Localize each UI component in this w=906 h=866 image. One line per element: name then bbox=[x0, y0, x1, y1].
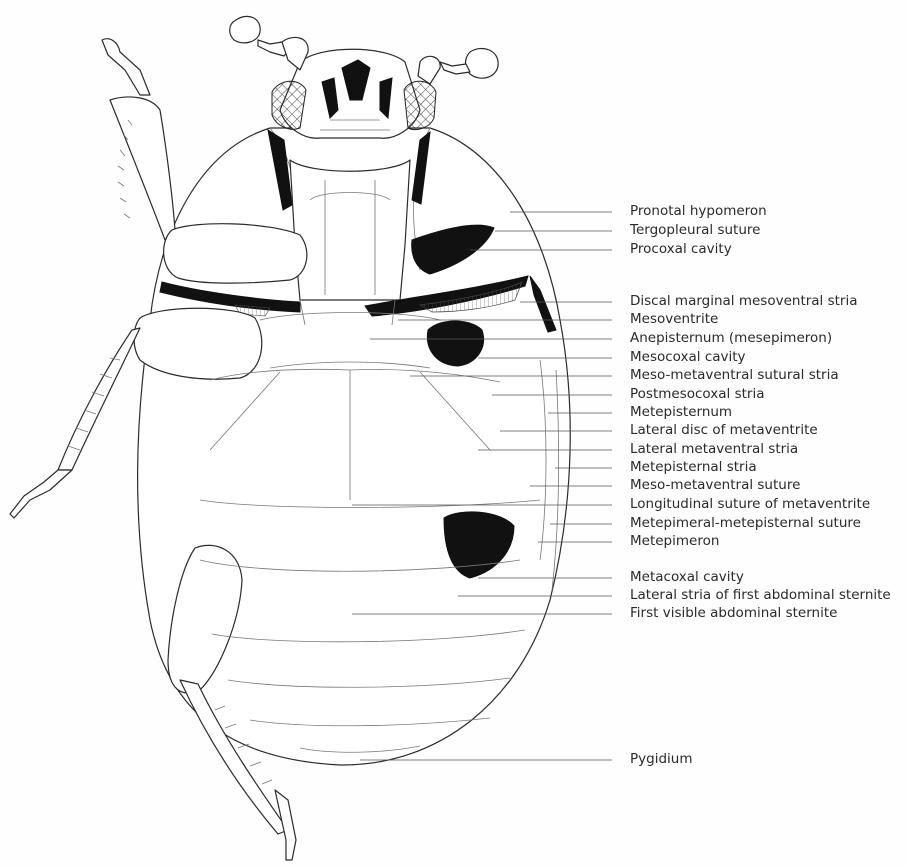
mid-leg bbox=[134, 308, 262, 379]
label-postmesocoxal-stria: Postmesocoxal stria bbox=[630, 388, 764, 402]
label-metacoxal-cavity: Metacoxal cavity bbox=[630, 571, 744, 585]
label-pygidium: Pygidium bbox=[630, 753, 692, 767]
label-mesocoxal-cavity: Mesocoxal cavity bbox=[630, 351, 746, 365]
label-meso-metaventral-suture: Meso-metaventral suture bbox=[630, 479, 800, 493]
label-lateral-stria-of-first-abdominal-sternite: Lateral stria of first abdominal sternit… bbox=[630, 589, 891, 603]
label-lateral-disc-of-metaventrite: Lateral disc of metaventrite bbox=[630, 424, 818, 438]
label-lateral-metaventral-stria: Lateral metaventral stria bbox=[630, 443, 798, 457]
label-discal-marginal-mesoventral-stria: Discal marginal mesoventral stria bbox=[630, 295, 858, 309]
label-anepisternum: Anepisternum (mesepimeron) bbox=[630, 332, 832, 346]
label-longitudinal-suture-of-metaventrite: Longitudinal suture of metaventrite bbox=[630, 498, 870, 512]
label-metepimeron: Metepimeron bbox=[630, 535, 719, 549]
label-procoxal-cavity: Procoxal cavity bbox=[630, 243, 732, 257]
label-metepimeral-metepisternal-suture: Metepimeral-metepisternal suture bbox=[630, 517, 861, 531]
label-metepisternal-stria: Metepisternal stria bbox=[630, 461, 757, 475]
label-meso-metaventral-sutural-stria: Meso-metaventral sutural stria bbox=[630, 369, 839, 383]
front-leg bbox=[110, 97, 175, 240]
label-first-visible-abdominal-sternite: First visible abdominal sternite bbox=[630, 607, 837, 621]
label-pronotal-hypomeron: Pronotal hypomeron bbox=[630, 205, 767, 219]
label-mesoventrite: Mesoventrite bbox=[630, 313, 718, 327]
label-tergopleural-suture: Tergopleural suture bbox=[630, 224, 760, 238]
label-metepisternum: Metepisternum bbox=[630, 406, 732, 420]
